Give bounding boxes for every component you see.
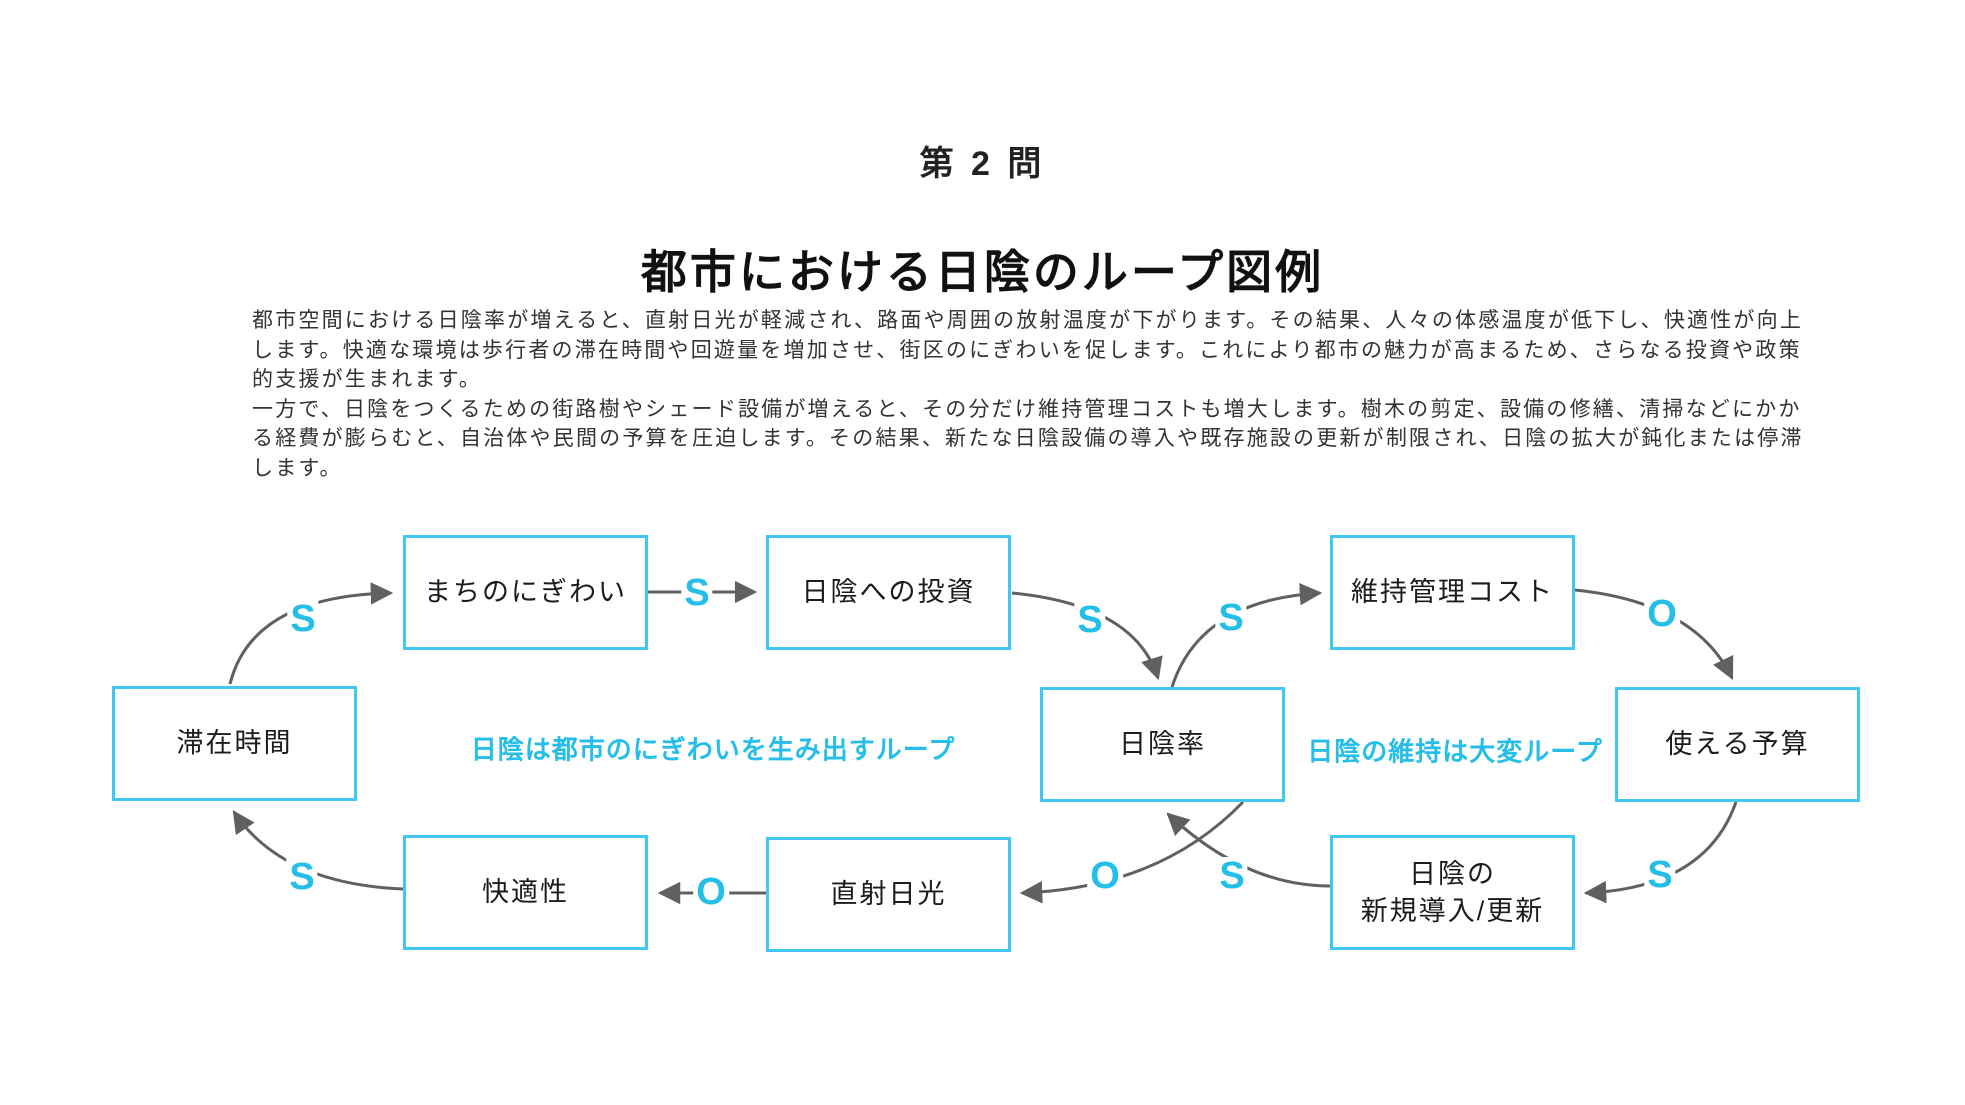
polarity-mark: S [1216, 857, 1248, 895]
node-shade-ratio: 日陰率 [1040, 687, 1285, 802]
polarity-mark: S [287, 600, 319, 638]
intro-line: します。快適な環境は歩行者の滞在時間や回遊量を増加させ、街区のにぎわいを促します… [252, 338, 1802, 362]
intro-line: る経費が膨らむと、自治体や民間の予算を圧迫します。その結果、新たな日陰設備の導入… [252, 427, 1804, 450]
page-title: 都市における日陰のループ図例 [640, 246, 1325, 298]
arrow-renewal-to-shaderatio [1166, 812, 1331, 888]
intro-line: 的支援が生まれます。 [252, 368, 482, 391]
polarity-mark: O [1087, 857, 1123, 895]
polarity-mark: S [1644, 856, 1676, 894]
node-label: 日陰率 [1119, 729, 1206, 760]
node-label: 日陰の 新規導入/更新 [1360, 859, 1545, 926]
polarity-mark: S [1215, 599, 1247, 637]
node-stay-time: 滞在時間 [112, 686, 357, 801]
node-comfort: 快適性 [403, 835, 648, 950]
polarity-mark: O [693, 873, 729, 911]
node-usable-budget: 使える予算 [1615, 687, 1860, 802]
node-label: 快適性 [482, 877, 569, 908]
intro-line: 都市空間における日陰率が増えると、直射日光が軽減され、路面や周囲の放射温度が下が… [252, 309, 1804, 332]
intro-line: 一方で、日陰をつくるための街路樹やシェード設備が増えると、その分だけ維持管理コス… [252, 397, 1802, 421]
intro-paragraph: 都市空間における日陰率が増えると、直射日光が軽減され、路面や周囲の放射温度が下が… [252, 306, 1804, 483]
polarity-mark: O [1644, 595, 1680, 633]
polarity-mark: S [1074, 601, 1106, 639]
node-town-buzz: まちのにぎわい [403, 535, 648, 650]
arrow-shaderatio-to-sun [1019, 800, 1245, 904]
node-label: 日陰への投資 [801, 577, 976, 608]
loop-caption-reinforcing: 日陰は都市のにぎわいを生み出すループ [470, 734, 956, 765]
node-shade-invest: 日陰への投資 [766, 535, 1011, 650]
node-label: まちのにぎわい [424, 577, 627, 608]
question-number: 第 2 問 [919, 145, 1046, 183]
node-direct-sunlight: 直射日光 [766, 837, 1011, 952]
arrow-comfort-to-staytime [232, 810, 404, 891]
node-label: 使える予算 [1665, 729, 1810, 760]
polarity-mark: S [681, 574, 713, 612]
node-label: 維持管理コスト [1351, 577, 1554, 608]
node-shade-renewal: 日陰の 新規導入/更新 [1330, 835, 1575, 950]
loop-caption-balancing: 日陰の維持は大変ループ [1307, 736, 1603, 767]
intro-line: します。 [252, 456, 343, 480]
polarity-mark: S [286, 858, 318, 896]
node-maintenance-cost: 維持管理コスト [1330, 535, 1575, 650]
node-label: 直射日光 [830, 879, 947, 910]
node-label: 滞在時間 [176, 728, 293, 759]
